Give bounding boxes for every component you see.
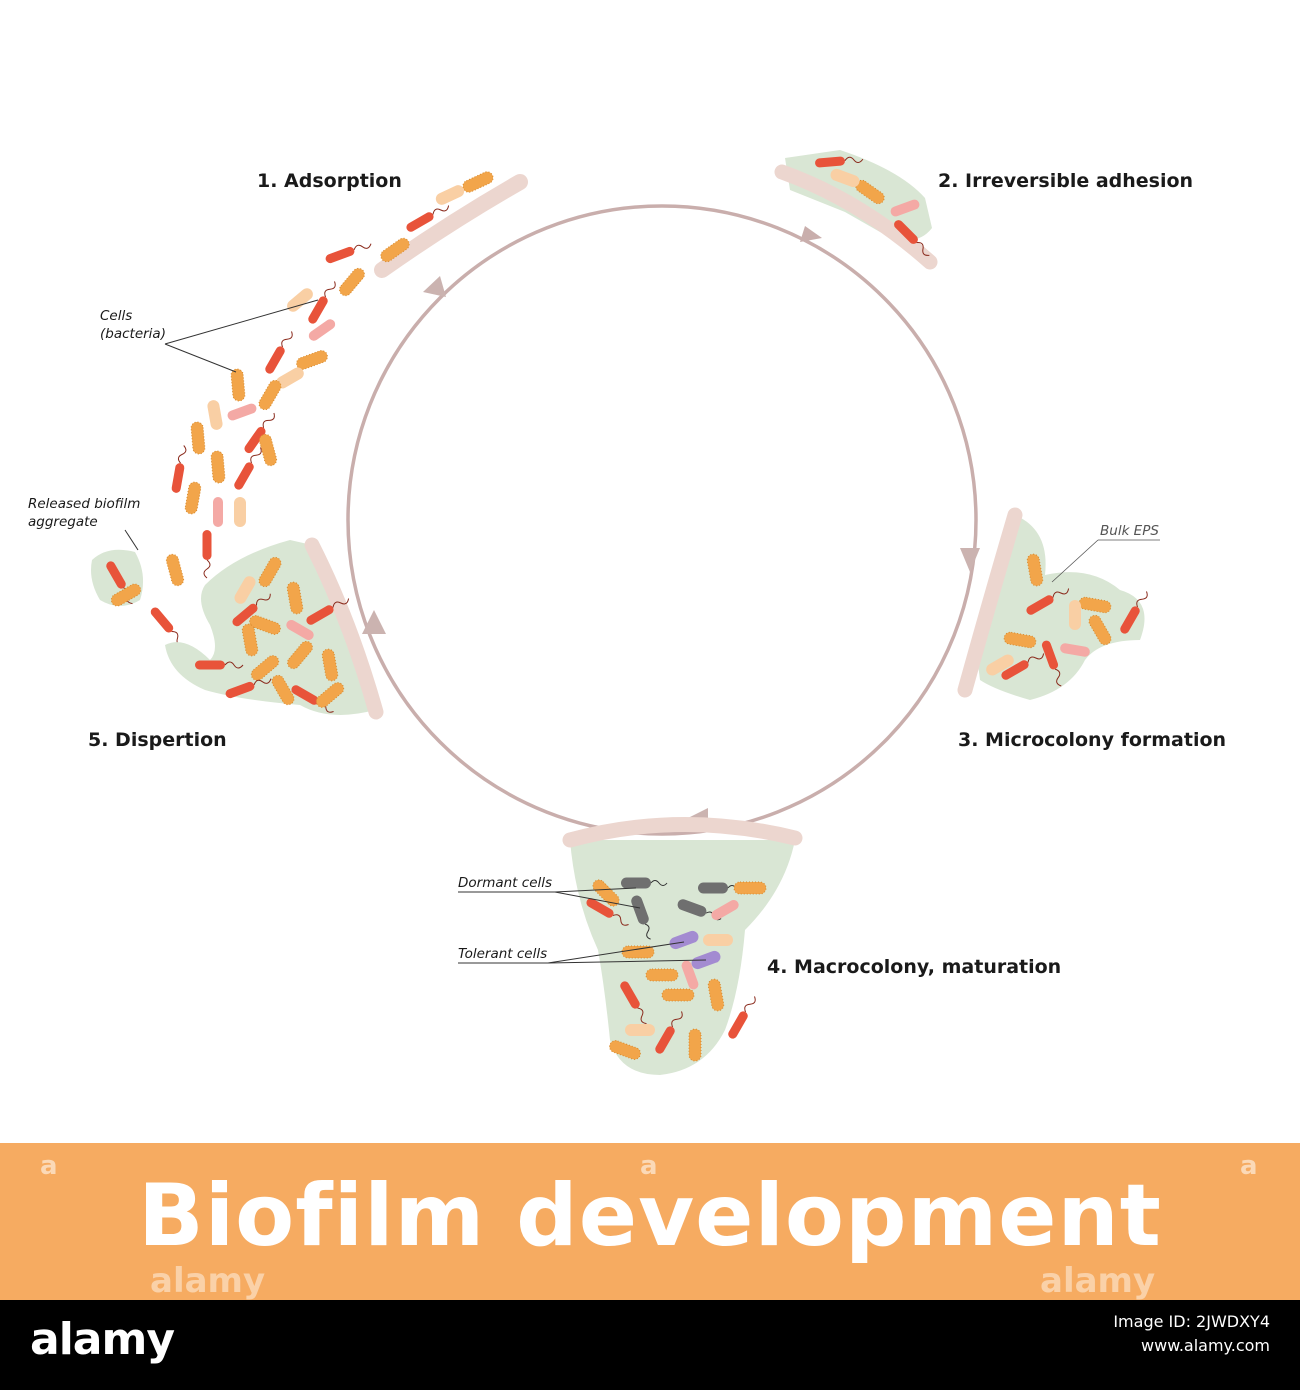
callout-cells-line2: (bacteria) <box>100 326 166 342</box>
stage-irreversible-adhesion <box>774 150 938 270</box>
callout-tolerant-text: Tolerant cells <box>458 946 547 962</box>
stage-label-1: 1. Adsorption <box>257 170 402 192</box>
callout-released-aggregate: Released biofilm aggregate <box>28 496 140 551</box>
footer-meta: Image ID: 2JWDXY4 www.alamy.com <box>1113 1310 1270 1358</box>
surface-microcolony <box>957 507 1023 698</box>
stage-microcolony <box>957 507 1151 700</box>
surface-adsorption <box>374 174 528 278</box>
arrowhead-left <box>362 610 386 634</box>
callout-bulk-eps: Bulk EPS <box>1051 523 1160 583</box>
watermark-letter: a <box>1240 1151 1258 1181</box>
surface-dispertion <box>304 537 384 720</box>
callout-released-line1: Released biofilm <box>28 496 140 512</box>
surface-macrocolony <box>562 817 803 848</box>
page-title: Biofilm development <box>138 1166 1162 1266</box>
callout-cells: Cells (bacteria) <box>100 299 319 373</box>
stage-label-2: 2. Irreversible adhesion <box>938 170 1193 192</box>
footer-bar: alamy Image ID: 2JWDXY4 www.alamy.com <box>0 1300 1300 1390</box>
watermark-word: alamy <box>1040 1261 1156 1300</box>
stage-label-5: 5. Dispertion <box>88 729 227 751</box>
biofilm-cycle-diagram: 1. Adsorption 2. Irreversible adhesion 3… <box>28 150 1226 1075</box>
title-banner: a a a alamy alamy Biofilm development <box>0 1143 1300 1300</box>
stage-label-4: 4. Macrocolony, maturation <box>767 956 1061 978</box>
callout-tolerant-cells: Tolerant cells <box>458 941 707 964</box>
stage-dispertion <box>91 537 384 720</box>
site-link[interactable]: www.alamy.com <box>1141 1336 1270 1355</box>
stage-macrocolony <box>562 817 803 1075</box>
image-id: Image ID: 2JWDXY4 <box>1113 1312 1270 1331</box>
cycle-arrow <box>346 204 980 836</box>
callout-dormant-cells: Dormant cells <box>458 875 641 909</box>
watermark-word: alamy <box>150 1261 266 1300</box>
surface-adhesion <box>774 164 938 270</box>
callout-bulk-eps-text: Bulk EPS <box>1100 523 1159 539</box>
watermark-letter: a <box>640 1151 658 1181</box>
callout-released-line2: aggregate <box>28 514 98 530</box>
arrowhead-top-right <box>800 226 822 242</box>
stage-label-3: 3. Microcolony formation <box>958 729 1226 751</box>
callout-dormant-text: Dormant cells <box>458 875 552 891</box>
callout-cells-line1: Cells <box>100 308 132 324</box>
stage-adsorption <box>148 169 528 649</box>
watermark-letter: a <box>40 1151 58 1181</box>
arrowhead-top-left <box>423 276 446 297</box>
alamy-logo[interactable]: alamy <box>30 1314 175 1365</box>
arrowhead-right <box>960 548 980 572</box>
